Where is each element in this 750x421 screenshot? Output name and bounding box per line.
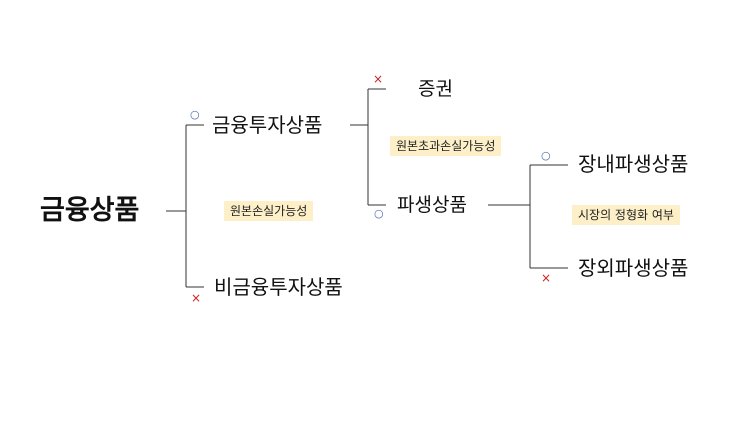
criterion-principal-loss: 원본손실가능성: [224, 201, 314, 221]
criterion-standardized-market: 시장의 정형화 여부: [572, 205, 680, 225]
no-mark-otc: ×: [541, 271, 552, 285]
node-exchange-traded-derivatives: 장내파생상품: [578, 152, 689, 176]
node-non-financial-investment-products: 비금융투자상품: [214, 275, 343, 299]
node-otc-derivatives: 장외파생상품: [578, 256, 689, 280]
no-mark-non-financial-investment: ×: [191, 291, 202, 305]
node-financial-investment-products: 금융투자상품: [212, 113, 323, 137]
yes-mark-exchange-traded: ○: [541, 149, 551, 162]
yes-mark-derivatives: ○: [374, 207, 384, 220]
node-derivatives: 파생상품: [397, 194, 467, 216]
node-financial-products: 금융상품: [40, 195, 140, 226]
yes-mark-financial-investment: ○: [190, 108, 200, 121]
no-mark-securities: ×: [373, 72, 384, 86]
criterion-principal-excess-loss: 원본초과손실가능성: [390, 136, 502, 156]
node-securities: 증권: [418, 78, 453, 100]
